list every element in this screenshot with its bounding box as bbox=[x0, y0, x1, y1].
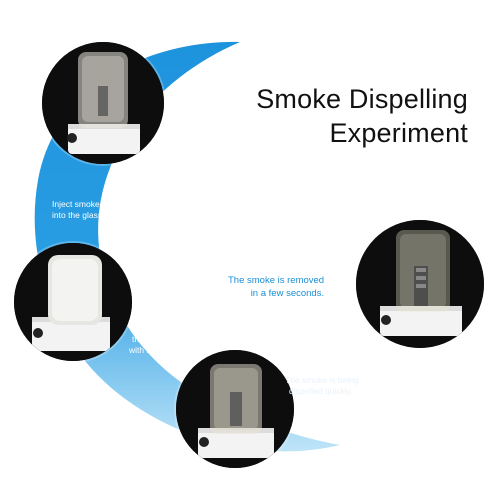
page-title: Smoke Dispelling Experiment bbox=[256, 82, 468, 150]
photo-turn-on bbox=[14, 243, 132, 361]
title-line-1: Smoke Dispelling bbox=[256, 84, 468, 114]
power-button-icon bbox=[67, 133, 77, 143]
caption-inject-smoke: Inject smoke into the glass. bbox=[52, 199, 105, 220]
caption-dispelled: The smoke is being dispelled quickly. bbox=[285, 375, 359, 396]
power-button-icon bbox=[381, 315, 391, 325]
photo-smoke-removed bbox=[356, 220, 484, 348]
caption-smoke-removed: The smoke is removed in a few seconds. bbox=[228, 275, 325, 299]
title-line-2: Experiment bbox=[329, 118, 468, 148]
photo-smoke-dispelling bbox=[176, 350, 294, 468]
caption-turn-on: Turn on when the glass is filled with sm… bbox=[129, 323, 195, 355]
photo-inject-smoke bbox=[42, 42, 164, 164]
power-button-icon bbox=[33, 328, 43, 338]
power-button-icon bbox=[199, 437, 209, 447]
